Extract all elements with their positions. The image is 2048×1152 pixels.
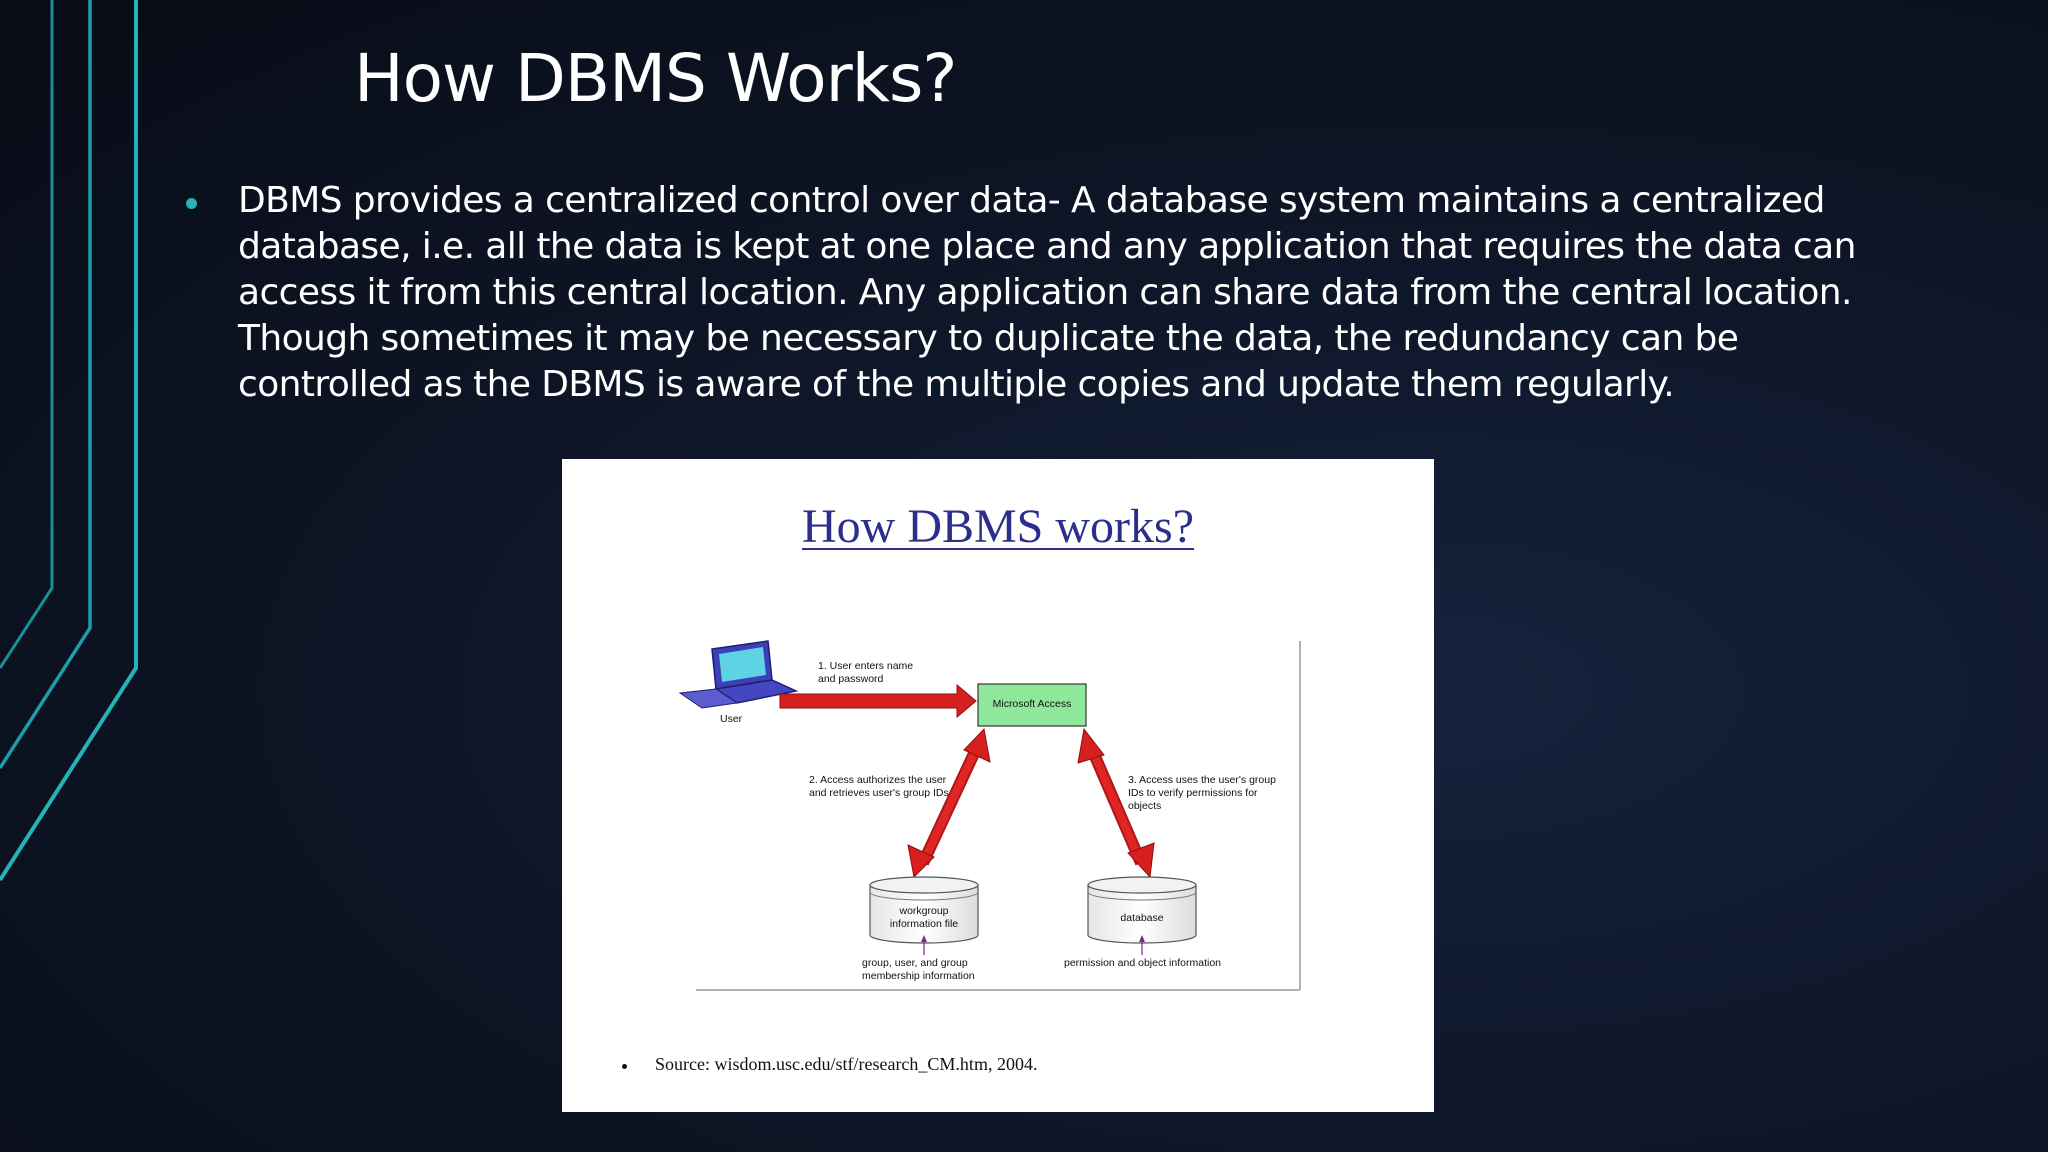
permission-info-label: permission and object information: [1064, 957, 1221, 969]
info-arrow-right: [1139, 935, 1145, 955]
slide-title: How DBMS Works?: [354, 40, 957, 117]
bullet-line: controlled as the DBMS is aware of the m…: [238, 364, 1675, 405]
workgroup-file-icon: [869, 876, 979, 944]
laptop-icon: [678, 640, 799, 709]
bullet-icon: [186, 198, 197, 209]
arrow-user-to-access-body: [779, 683, 977, 719]
access-box-label: Microsoft Access: [992, 698, 1072, 710]
bullet-line: Though sometimes it may be necessary to …: [238, 318, 1739, 359]
access-box: [977, 683, 1087, 727]
bullet-line: DBMS provides a centralized control over…: [238, 180, 1825, 221]
user-label: User: [720, 713, 743, 725]
arrow-access-workgroup: [907, 727, 991, 879]
bullet-text: DBMS provides a centralized control over…: [238, 178, 1878, 408]
diagram-graphics: [678, 640, 1301, 991]
figure-title: How DBMS works?: [801, 500, 1194, 553]
info-arrow-left: [921, 935, 927, 955]
source-citation: Source: wisdom.usc.edu/stf/research_CM.h…: [655, 1054, 1038, 1074]
database-icon: [1087, 876, 1197, 944]
bullet-line: database, i.e. all the data is kept at o…: [238, 226, 1856, 267]
dbms-diagram-image: How DBMS works? User 1. User enters name…: [562, 459, 1434, 1112]
database-label: database: [1120, 912, 1164, 924]
source-bullet-icon: [622, 1064, 627, 1069]
arrow-access-database: [1077, 727, 1155, 879]
bullet-line: access it from this central location. An…: [238, 272, 1852, 313]
